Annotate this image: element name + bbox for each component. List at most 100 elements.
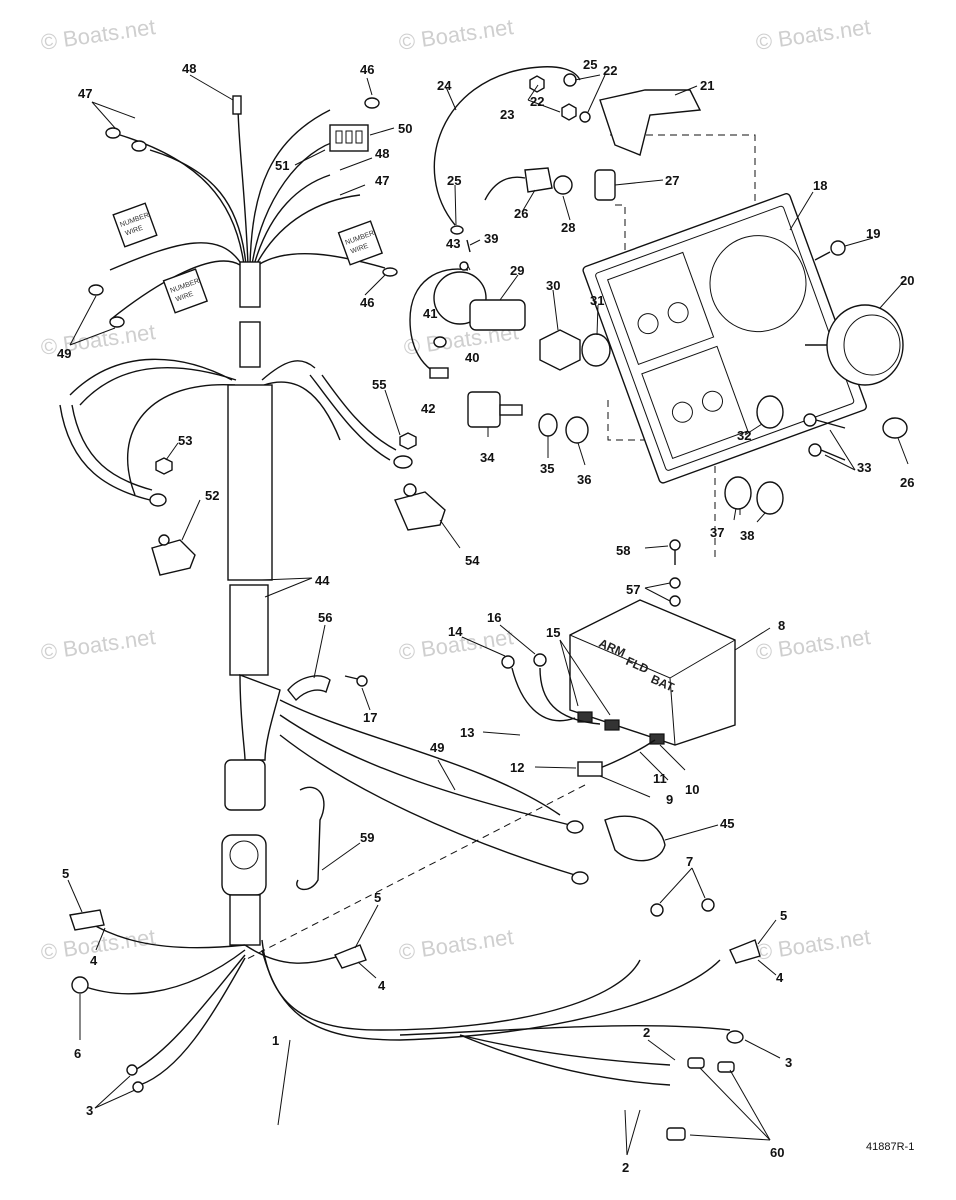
callout-60: 60 bbox=[770, 1145, 784, 1160]
wire-tag: NUMBER WIRE bbox=[162, 268, 209, 314]
bullet-terminal bbox=[232, 95, 242, 115]
callout-31: 31 bbox=[590, 293, 604, 308]
watermark: © Boats.net bbox=[397, 924, 515, 965]
callout-8: 8 bbox=[778, 618, 785, 633]
callout-7: 7 bbox=[686, 854, 693, 869]
harness-plug bbox=[221, 834, 267, 896]
callout-19: 19 bbox=[866, 226, 880, 241]
nut bbox=[399, 432, 417, 450]
key bbox=[803, 413, 817, 427]
cable-clamp bbox=[287, 675, 331, 702]
callout-4: 4 bbox=[90, 953, 98, 968]
callout-18: 18 bbox=[813, 178, 827, 193]
callout-48: 48 bbox=[375, 146, 389, 161]
callout-25: 25 bbox=[447, 173, 461, 188]
callout-27: 27 bbox=[665, 173, 679, 188]
ring-terminal bbox=[109, 316, 125, 328]
callout-15: 15 bbox=[546, 625, 560, 640]
hex-nut bbox=[539, 329, 581, 371]
callout-4: 4 bbox=[378, 978, 386, 993]
callout-5: 5 bbox=[780, 908, 787, 923]
callout-4: 4 bbox=[776, 970, 784, 985]
toggle-switch bbox=[467, 391, 501, 428]
callout-1: 1 bbox=[272, 1033, 279, 1048]
gauge bbox=[826, 304, 904, 386]
callout-45: 45 bbox=[720, 816, 734, 831]
callout-5: 5 bbox=[62, 866, 69, 881]
callout-40: 40 bbox=[465, 350, 479, 365]
leader-lines bbox=[67, 74, 909, 1156]
callout-10: 10 bbox=[685, 782, 699, 797]
callout-16: 16 bbox=[487, 610, 501, 625]
callout-3: 3 bbox=[785, 1055, 792, 1070]
callout-49: 49 bbox=[430, 740, 444, 755]
callout-21: 21 bbox=[700, 78, 714, 93]
connector bbox=[577, 761, 603, 777]
callout-42: 42 bbox=[421, 401, 435, 416]
callout-30: 30 bbox=[546, 278, 560, 293]
callout-44: 44 bbox=[315, 573, 330, 588]
connector bbox=[729, 939, 761, 964]
instrument-panel-plate bbox=[582, 193, 867, 484]
ring-terminal bbox=[131, 140, 147, 152]
callout-26: 26 bbox=[900, 475, 914, 490]
callout-49: 49 bbox=[57, 346, 71, 361]
callout-13: 13 bbox=[460, 725, 474, 740]
battery-clamp bbox=[394, 491, 446, 531]
washer bbox=[581, 333, 611, 367]
harness-sleeve bbox=[229, 584, 269, 676]
plug-housing bbox=[224, 759, 266, 811]
harness-sleeve bbox=[227, 384, 273, 581]
callout-53: 53 bbox=[178, 433, 192, 448]
callout-39: 39 bbox=[484, 231, 498, 246]
callout-32: 32 bbox=[737, 428, 751, 443]
callout-47: 47 bbox=[78, 86, 92, 101]
callout-14: 14 bbox=[448, 624, 463, 639]
callout-55: 55 bbox=[372, 377, 386, 392]
callout-23: 23 bbox=[500, 107, 514, 122]
terminal bbox=[382, 267, 398, 277]
wire-tag: NUMBER WIRE bbox=[112, 202, 158, 248]
lower-harness bbox=[69, 834, 761, 1141]
callout-56: 56 bbox=[318, 610, 332, 625]
callout-24: 24 bbox=[437, 78, 452, 93]
callout-9: 9 bbox=[666, 792, 673, 807]
callout-48: 48 bbox=[182, 61, 196, 76]
callout-22: 22 bbox=[603, 63, 617, 78]
callout-5: 5 bbox=[374, 890, 381, 905]
callout-43: 43 bbox=[446, 236, 460, 251]
callout-59: 59 bbox=[360, 830, 374, 845]
callout-36: 36 bbox=[577, 472, 591, 487]
bezel-nut bbox=[756, 395, 784, 429]
callout-26: 26 bbox=[514, 206, 528, 221]
callout-2: 2 bbox=[622, 1160, 629, 1175]
callout-41: 41 bbox=[423, 306, 437, 321]
voltage-regulator: ARM FLD BAT. bbox=[501, 539, 736, 777]
callout-37: 37 bbox=[710, 525, 724, 540]
watermark: © Boats.net bbox=[397, 14, 515, 55]
ring-terminal bbox=[88, 284, 104, 296]
terminal-boot bbox=[604, 815, 666, 862]
key bbox=[808, 443, 822, 457]
watermark: © Boats.net bbox=[754, 14, 872, 55]
callout-28: 28 bbox=[561, 220, 575, 235]
callout-22: 22 bbox=[530, 94, 544, 109]
callout-50: 50 bbox=[398, 121, 412, 136]
regulator-body bbox=[569, 599, 736, 746]
callout-12: 12 bbox=[510, 760, 524, 775]
ring-terminal bbox=[364, 97, 380, 109]
callout-38: 38 bbox=[740, 528, 754, 543]
mounting-bracket bbox=[599, 89, 702, 156]
ring-terminal bbox=[105, 127, 121, 139]
battery-clamp bbox=[151, 539, 196, 576]
callout-29: 29 bbox=[510, 263, 524, 278]
callout-57: 57 bbox=[626, 582, 640, 597]
part-number: 41887R-1 bbox=[866, 1141, 914, 1153]
callout-46: 46 bbox=[360, 295, 374, 310]
callout-34: 34 bbox=[480, 450, 495, 465]
callout-46: 46 bbox=[360, 62, 374, 77]
callout-52: 52 bbox=[205, 488, 219, 503]
callout-47: 47 bbox=[375, 173, 389, 188]
callout-20: 20 bbox=[900, 273, 914, 288]
